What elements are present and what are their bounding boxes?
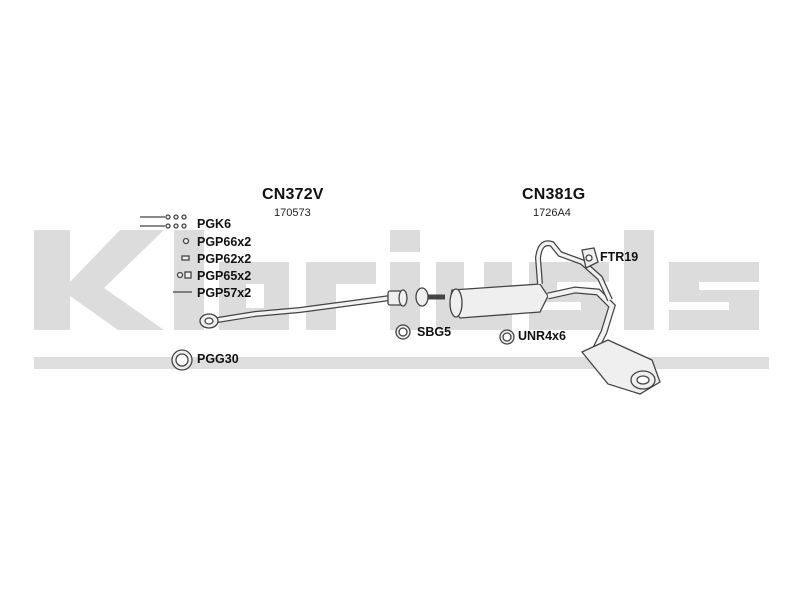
label-pgg30: PGG30: [197, 352, 239, 366]
kit-label-pgp57: PGP57x2: [197, 286, 252, 300]
nut-pair-icon: [176, 271, 192, 279]
kit-label-pgp65: PGP65x2: [197, 269, 252, 283]
assembly-code-front: CN372V: [262, 186, 324, 203]
label-unr4x6: UNR4x6: [518, 329, 566, 343]
front-pipe-drawing: [199, 289, 408, 329]
rear-section-drawing: [415, 240, 661, 395]
kit-label-pgp62: PGP62x2: [197, 252, 252, 266]
watermark-underline: [34, 357, 769, 369]
kit-label-pgp66: PGP66x2: [197, 235, 252, 249]
washer-icon: [182, 237, 190, 245]
label-sbg5: SBG5: [417, 325, 452, 339]
bolt-kit-icon: [140, 214, 187, 229]
part-number-rear: 1726A4: [533, 207, 571, 219]
label-ftr19: FTR19: [600, 250, 639, 264]
assembly-code-rear: CN381G: [522, 186, 586, 203]
part-number-front: 170573: [274, 207, 311, 219]
rubber-mount-icon: [581, 247, 599, 269]
clip-icon: [181, 255, 190, 261]
kit-label-pgk6: PGK6: [197, 217, 232, 231]
